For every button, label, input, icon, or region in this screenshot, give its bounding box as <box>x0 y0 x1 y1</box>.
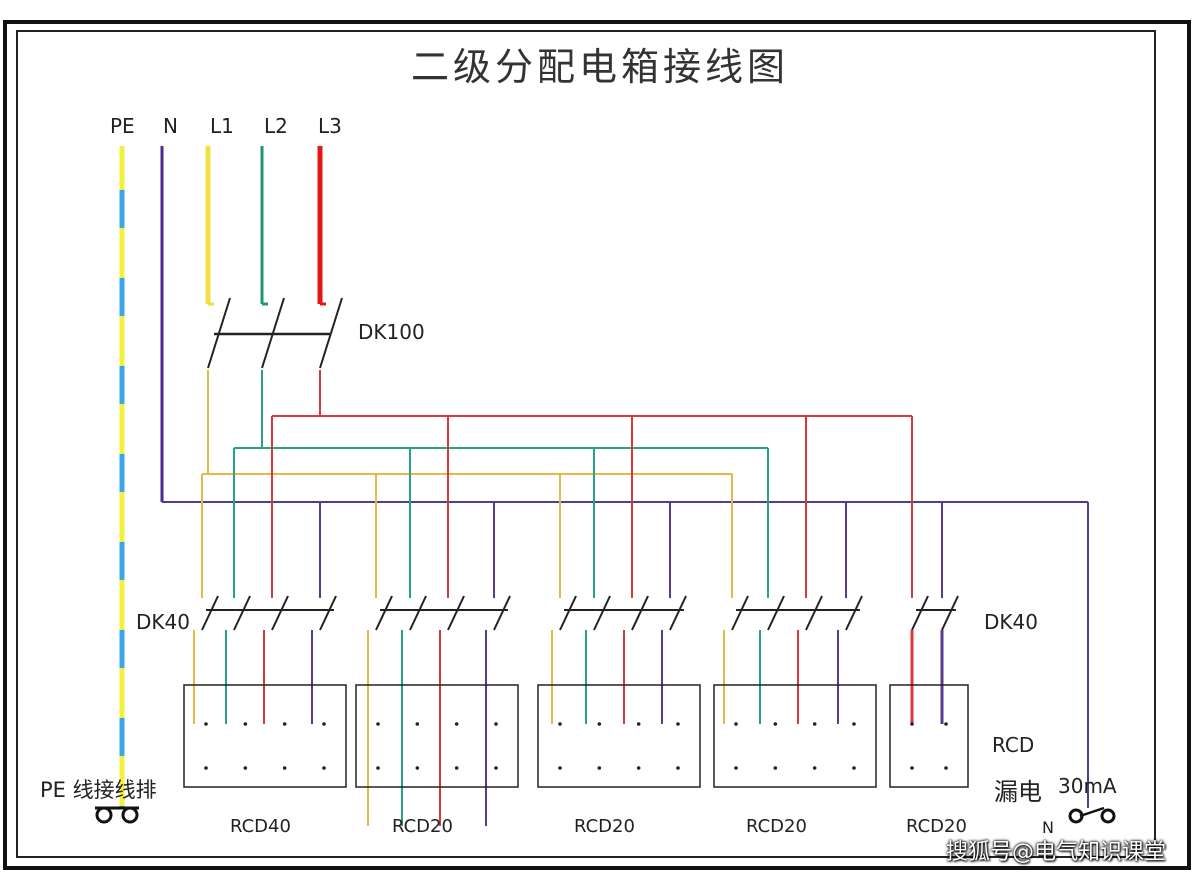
branch-3-switch-contact-1 <box>559 595 577 631</box>
rcd-5-terminal-top-1 <box>910 722 914 726</box>
branch-3-switch-contact-3 <box>631 595 649 631</box>
rcd-2-terminal-bottom-1 <box>376 766 380 770</box>
rcd-label-2: RCD20 <box>392 816 453 837</box>
rcd-2-terminal-bottom-4 <box>494 766 498 770</box>
branch-1-switch-contact-4 <box>319 595 337 631</box>
pe-bus-label: PE <box>110 114 135 138</box>
rcd-2-terminal-top-4 <box>494 722 498 726</box>
leakage-note-label: 漏电 <box>994 778 1042 806</box>
rcd-1-terminal-bottom-3 <box>282 766 287 770</box>
branch-4-switch-contact-4 <box>845 595 863 631</box>
main-switch-label: DK100 <box>358 320 425 344</box>
rcd-3-terminal-bottom-1 <box>558 766 562 770</box>
n-bus-label: N <box>163 114 178 138</box>
rcd-4-terminal-bottom-3 <box>812 766 817 770</box>
branch-1-switch-contact-3 <box>271 595 289 631</box>
rcd-1-terminal-top-4 <box>322 722 326 726</box>
rcd-5-terminal-bottom-1 <box>910 766 914 770</box>
rcd-4-terminal-top-4 <box>852 722 856 726</box>
rcd-label-5: RCD20 <box>906 816 967 837</box>
branch-switch-label-left: DK40 <box>136 610 190 634</box>
pe-terminal-ring-right <box>121 806 139 824</box>
rcd-note-label: RCD <box>992 733 1035 757</box>
l1-bus-label: L1 <box>210 114 234 138</box>
pe-terminal-bar-label: PE 线接线排 <box>40 778 157 802</box>
rcd-label-1: RCD40 <box>230 816 291 837</box>
branch-switch-label-right: DK40 <box>984 610 1038 634</box>
l3-bus-label: L3 <box>318 114 342 138</box>
branch-3-switch-contact-4 <box>669 595 687 631</box>
n-terminal-label: N <box>1042 818 1054 837</box>
diagram-title: 二级分配电箱接线图 <box>410 45 789 89</box>
rcd-2-terminal-top-3 <box>454 722 459 726</box>
n-terminal-link <box>1079 806 1105 818</box>
rcd-4-terminal-top-2 <box>773 722 778 726</box>
rcd-4-terminal-bottom-2 <box>773 766 778 770</box>
rcd-3-terminal-top-2 <box>597 722 602 726</box>
branch-5-switch-contact-1 <box>911 595 929 631</box>
inner-frame <box>16 30 1156 858</box>
rcd-2-terminal-bottom-3 <box>454 766 459 770</box>
rcd-3-terminal-bottom-3 <box>636 766 641 770</box>
rcd-2-terminal-bottom-2 <box>415 766 420 770</box>
rcd-5-terminal-top-2 <box>944 722 948 726</box>
rcd-box-5 <box>889 684 969 788</box>
branch-2-switch-contact-3 <box>447 595 465 631</box>
rcd-box-1 <box>183 684 347 788</box>
rcd-4-terminal-top-3 <box>812 722 817 726</box>
rcd-box-4 <box>713 684 877 788</box>
rcd-1-terminal-top-2 <box>243 722 248 726</box>
rcd-1-terminal-bottom-1 <box>204 766 208 770</box>
rcd-label-3: RCD20 <box>574 816 635 837</box>
rcd-box-2 <box>355 684 519 788</box>
rcd-3-terminal-top-1 <box>558 722 562 726</box>
rcd-box-3 <box>537 684 701 788</box>
rcd-1-terminal-top-1 <box>204 722 208 726</box>
branch-2-switch-contact-2 <box>409 595 427 631</box>
branch-1-switch-contact-1 <box>201 595 219 631</box>
outer-frame <box>3 20 1191 870</box>
branch-4-switch-contact-3 <box>805 595 823 631</box>
branch-4-switch-contact-1 <box>731 595 749 631</box>
leakage-current-label: 30mA <box>1058 774 1117 798</box>
rcd-4-terminal-bottom-4 <box>852 766 856 770</box>
rcd-label-4: RCD20 <box>746 816 807 837</box>
rcd-4-terminal-bottom-1 <box>734 766 738 770</box>
rcd-3-terminal-top-4 <box>676 722 680 726</box>
n-terminal-ring-right <box>1100 808 1116 824</box>
branch-1-switch-contact-2 <box>233 595 251 631</box>
branch-5-switch-contact-2 <box>941 595 959 631</box>
branch-3-switch-contact-2 <box>593 595 611 631</box>
main-switch-contact-3 <box>319 297 343 369</box>
rcd-3-terminal-bottom-4 <box>676 766 680 770</box>
rcd-4-terminal-top-1 <box>734 722 738 726</box>
branch-2-switch-contact-4 <box>493 595 511 631</box>
branch-2-switch-contact-1 <box>375 595 393 631</box>
rcd-3-terminal-top-3 <box>636 722 641 726</box>
rcd-2-terminal-top-1 <box>376 722 380 726</box>
rcd-1-terminal-top-3 <box>282 722 287 726</box>
watermark: 搜狐号@电气知识课堂 <box>945 840 1166 865</box>
rcd-1-terminal-bottom-4 <box>322 766 326 770</box>
l2-bus-label: L2 <box>264 114 288 138</box>
branch-4-switch-contact-2 <box>767 595 785 631</box>
rcd-5-terminal-bottom-2 <box>944 766 948 770</box>
rcd-2-terminal-top-2 <box>415 722 420 726</box>
pe-terminal-ring-left <box>95 806 113 824</box>
rcd-1-terminal-bottom-2 <box>243 766 248 770</box>
rcd-3-terminal-bottom-2 <box>597 766 602 770</box>
